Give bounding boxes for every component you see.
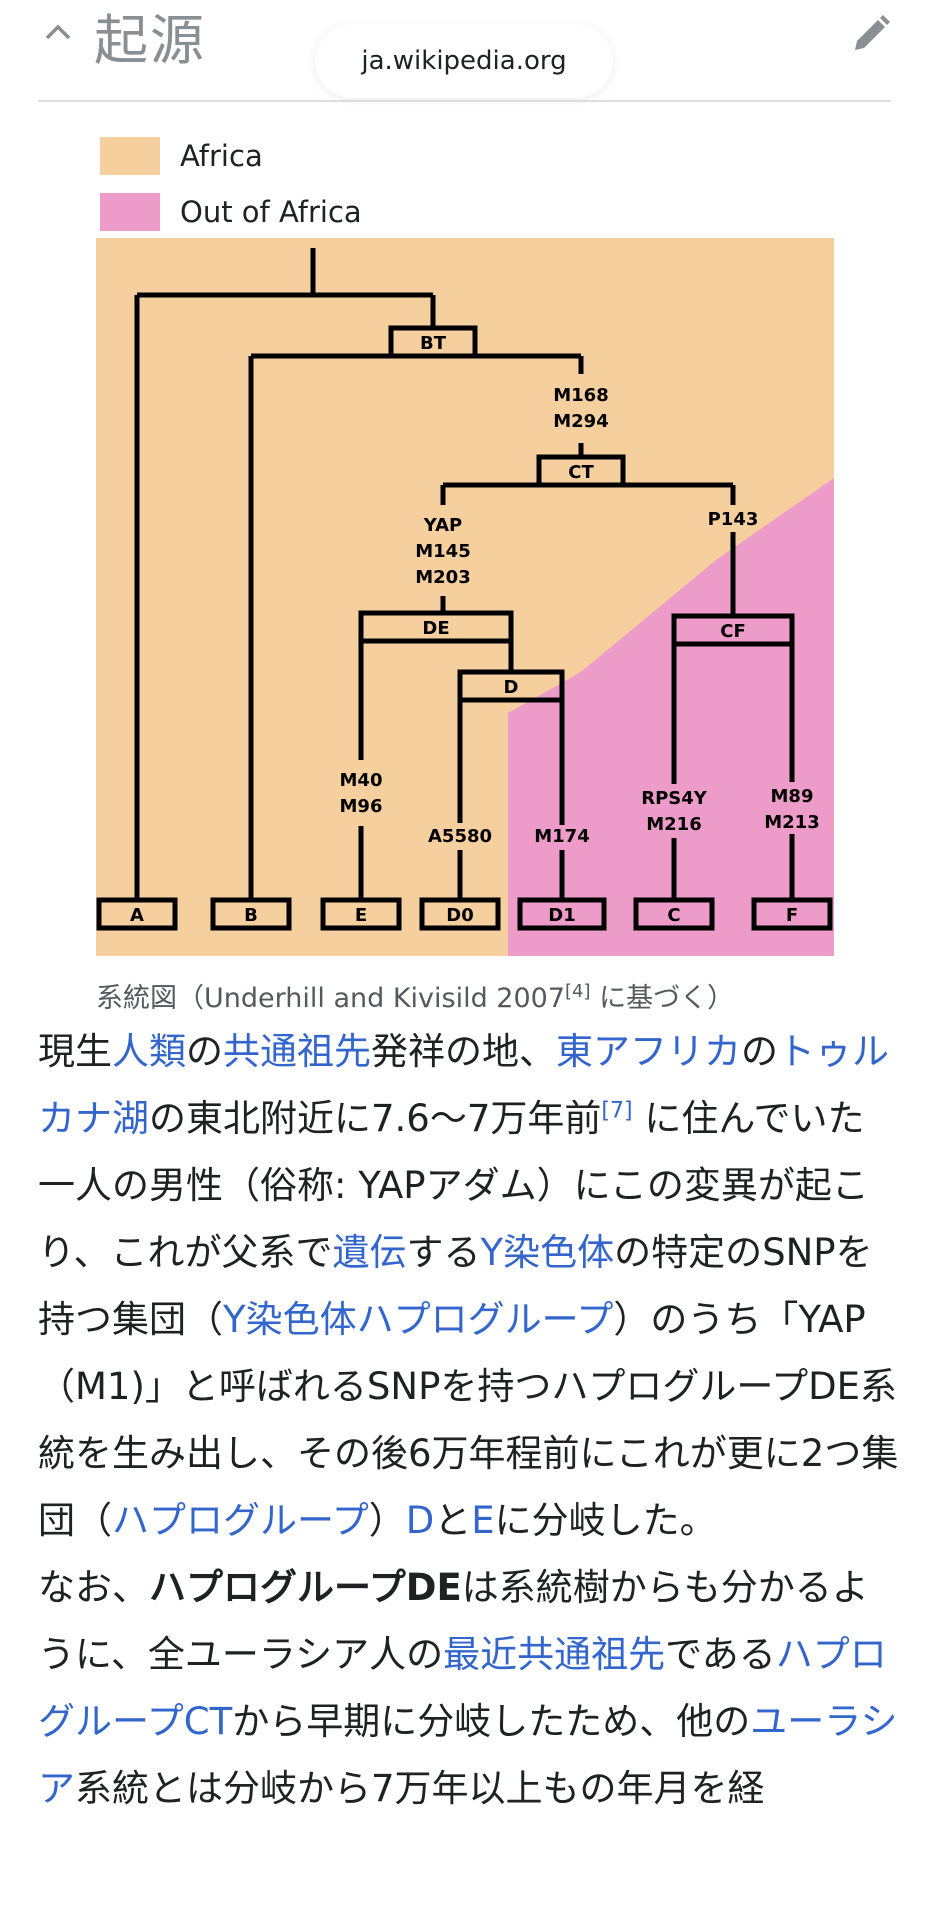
marker-m40: M40 xyxy=(340,770,383,791)
link-haplogroup-ct[interactable]: ハプログループCT xyxy=(38,1633,887,1743)
marker-m174: M174 xyxy=(534,826,590,847)
text-span: の xyxy=(186,1030,223,1073)
leaf-label-e: E xyxy=(355,905,367,926)
figure-caption: 系統図（Underhill and Kivisild 2007[4] に基づく） xyxy=(96,976,734,1015)
marker-m89: M89 xyxy=(771,786,814,807)
leaf-label-f: F xyxy=(786,905,798,926)
node-label-d: D xyxy=(504,677,519,698)
link-eurasia[interactable]: ユーラシア xyxy=(38,1700,898,1810)
text-span: に分岐した。 xyxy=(494,1499,717,1542)
marker-m294: M294 xyxy=(553,411,609,432)
text-span: に住んでいた一人の男性（俗称: YAPアダム）にこの変異が起こり、これが父系で xyxy=(38,1097,869,1274)
caption-tail: に基づく） xyxy=(590,983,735,1014)
link-y-haplogroup[interactable]: Y染色体ハプログループ xyxy=(223,1298,614,1341)
leaf-label-b: B xyxy=(244,905,258,926)
marker-m145: M145 xyxy=(415,541,471,562)
paragraph-origin: 現生人類の共通祖先発祥の地、東アフリカのトゥルカナ湖の東北附近に7.6〜7万年前… xyxy=(38,1018,900,1554)
link-mrca[interactable]: 最近共通祖先 xyxy=(443,1633,666,1676)
text-span: である xyxy=(665,1633,776,1676)
haplogroup-tree-diagram[interactable]: BT CT DE D CF M168 M294 YAP M145 M203 P1… xyxy=(96,238,834,956)
text-span: は系統樹からも分かるように、全ユーラシア人の xyxy=(38,1566,869,1676)
marker-m168: M168 xyxy=(553,385,609,406)
marker-m213: M213 xyxy=(764,812,820,833)
text-span: ）のうち「YAP（M1)」と呼ばれるSNPを持つハプログループDE系統を生み出し… xyxy=(38,1298,899,1542)
marker-m203: M203 xyxy=(415,567,471,588)
link-heredity[interactable]: 遺伝 xyxy=(332,1231,407,1274)
link-common-ancestor[interactable]: 共通祖先 xyxy=(223,1030,371,1073)
text-span: 系統とは分岐から7万年以上もの年月を経 xyxy=(75,1767,765,1810)
section-divider xyxy=(38,100,891,102)
leaf-label-a: A xyxy=(130,905,144,926)
out-of-africa-region xyxy=(508,478,834,956)
text-span: なお、 xyxy=(38,1566,149,1609)
text-span: 発祥の地、 xyxy=(371,1030,556,1073)
marker-a5580: A5580 xyxy=(428,826,492,847)
chevron-up-icon[interactable] xyxy=(40,14,76,50)
legend-swatch-africa xyxy=(100,137,160,175)
link-lake-turkana[interactable]: トゥルカナ湖 xyxy=(38,1030,889,1140)
section-header: 起源 ja.wikipedia.org xyxy=(0,0,929,102)
text-span: の特定のSNPを持つ集団（ xyxy=(38,1231,873,1341)
link-jinrui[interactable]: 人類 xyxy=(112,1030,186,1073)
marker-m216: M216 xyxy=(646,814,702,835)
link-haplogroup-d[interactable]: D xyxy=(405,1499,435,1542)
marker-m96: M96 xyxy=(340,796,383,817)
link-haplogroup-e[interactable]: E xyxy=(471,1499,495,1542)
node-label-ct: CT xyxy=(568,462,594,483)
paragraph-de-note: なお、ハプログループDEは系統樹からも分かるように、全ユーラシア人の最近共通祖先… xyxy=(38,1554,900,1822)
link-haplogroup[interactable]: ハプログループ xyxy=(112,1499,369,1542)
leaf-label-d0: D0 xyxy=(446,905,473,926)
marker-p143: P143 xyxy=(708,509,759,530)
legend-item-africa: Africa xyxy=(100,136,263,176)
leaf-label-c: C xyxy=(667,905,680,926)
link-y-chromosome[interactable]: Y染色体 xyxy=(480,1231,615,1274)
text-span: の東北附近に7.6〜7万年前 xyxy=(149,1097,602,1140)
caption-text: 系統図（Underhill and Kivisild 2007 xyxy=(96,983,566,1014)
text-span: 現生 xyxy=(38,1030,112,1073)
leaf-label-d1: D1 xyxy=(548,905,575,926)
marker-rps4y: RPS4Y xyxy=(641,788,708,809)
text-span: ） xyxy=(368,1499,406,1542)
text-span: と xyxy=(434,1499,472,1542)
node-label-bt: BT xyxy=(420,333,447,354)
pencil-edit-icon[interactable] xyxy=(845,10,895,60)
text-span: から早期に分岐したため、他の xyxy=(232,1700,751,1743)
caption-ref-link[interactable]: [4] xyxy=(565,981,591,1002)
link-east-africa[interactable]: 東アフリカ xyxy=(556,1030,741,1073)
marker-yap: YAP xyxy=(423,515,462,536)
node-label-cf: CF xyxy=(720,621,746,642)
legend-item-out-of-africa: Out of Africa xyxy=(100,192,362,232)
legend-label-africa: Africa xyxy=(180,139,263,173)
bold-haplogroup-de: ハプログループDE xyxy=(149,1566,462,1609)
text-span: する xyxy=(406,1231,481,1274)
text-span: の xyxy=(741,1030,778,1073)
section-title: 起源 xyxy=(94,9,206,72)
url-bar[interactable]: ja.wikipedia.org xyxy=(315,24,613,98)
node-label-de: DE xyxy=(422,618,449,639)
legend-swatch-out-of-africa xyxy=(100,193,160,231)
article-body: 現生人類の共通祖先発祥の地、東アフリカのトゥルカナ湖の東北附近に7.6〜7万年前… xyxy=(38,1018,900,1822)
legend-label-out-of-africa: Out of Africa xyxy=(180,195,362,229)
ref-link-7[interactable]: [7] xyxy=(601,1098,633,1124)
